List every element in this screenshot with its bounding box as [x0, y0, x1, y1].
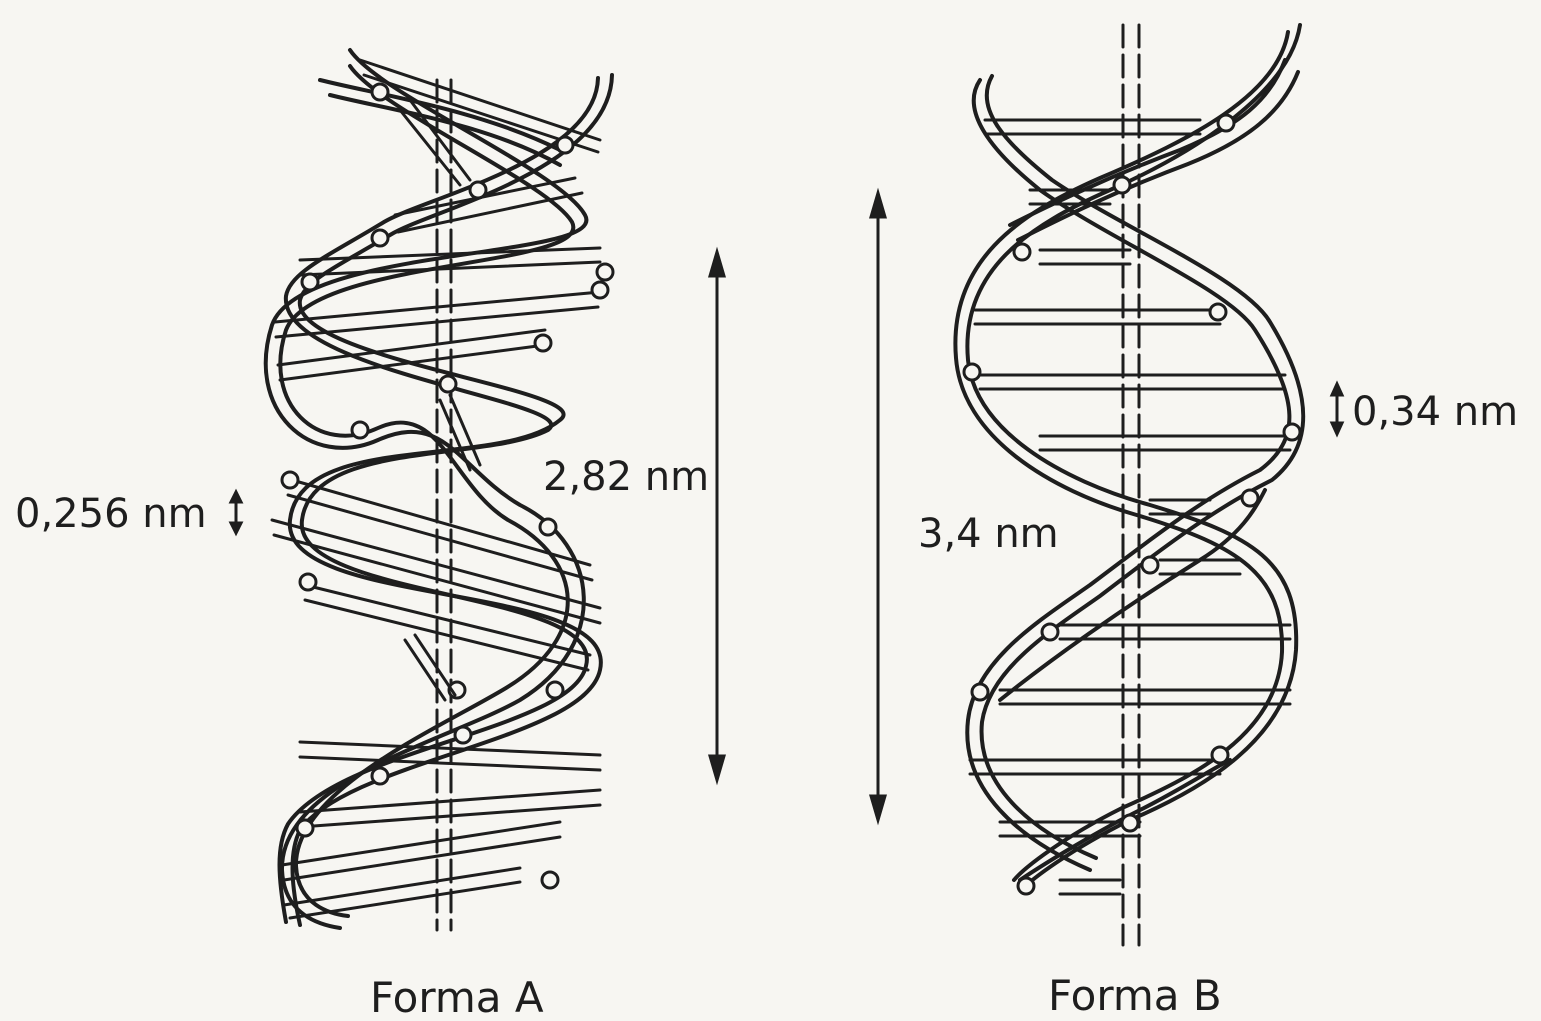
- form-a-pitch-label: 2,82 nm: [543, 454, 709, 500]
- form-b-caption: Forma B: [1048, 971, 1222, 1020]
- form-a-rise-marker: [231, 492, 241, 533]
- form-a-pitch-arrow: [710, 252, 724, 780]
- form-a-rise-label: 0,256 nm: [15, 491, 207, 537]
- form-b-rise-label: 0,34 nm: [1352, 389, 1518, 435]
- form-b-base-pairs: [970, 120, 1290, 894]
- form-b-rise-marker: [1332, 384, 1342, 434]
- form-b-pitch-arrow: [871, 193, 885, 820]
- form-a-caption: Forma A: [370, 973, 544, 1021]
- form-b-nodes: [964, 115, 1300, 894]
- form-b-pitch-label: 3,4 nm: [918, 511, 1059, 557]
- form-b-helix: [955, 25, 1303, 945]
